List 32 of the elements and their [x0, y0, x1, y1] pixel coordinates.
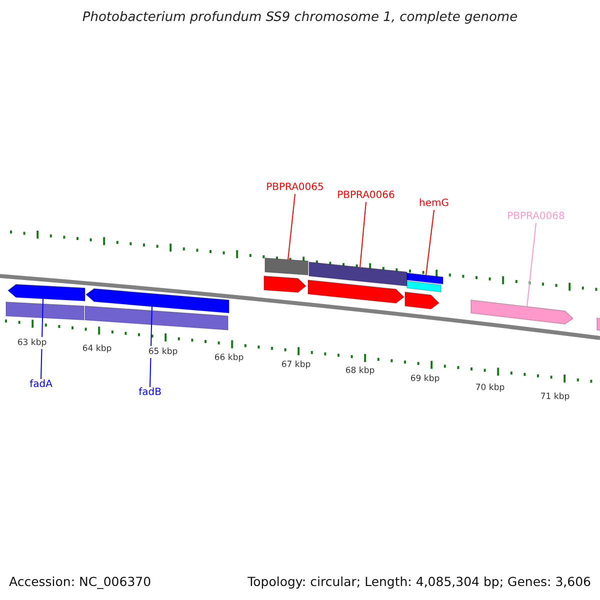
leader-line — [526, 222, 536, 308]
gene-feature — [596, 318, 600, 332]
gene-feature — [7, 284, 86, 302]
gene-label: hemG — [419, 198, 449, 210]
scale-label: 64 kbp — [81, 343, 113, 355]
gene-label: PBPRA0065 — [266, 182, 324, 194]
scale-label: 63 kbp — [16, 337, 48, 349]
gene-bar — [308, 262, 408, 286]
gene-feature — [404, 292, 440, 310]
leader-line — [426, 210, 434, 276]
title: Photobacterium profundum SS9 chromosome 1, complete genome — [81, 10, 519, 25]
gene-label: fadA — [30, 379, 52, 391]
gene-feature — [470, 300, 574, 324]
scale-label: 66 kbp — [213, 352, 245, 364]
scale-label: 65 kbp — [147, 346, 179, 358]
gene-label: PBPRA0066 — [337, 190, 395, 202]
scale-label: 67 kbp — [280, 359, 312, 371]
gene-label: PBPRA0068 — [507, 211, 565, 223]
leader-line — [360, 202, 366, 268]
scale-label: 69 kbp — [409, 373, 441, 385]
gene-bar — [406, 272, 444, 284]
footer-note: Topology: circular; Length: 4,085,304 bp; Genes: 3,606 — [248, 574, 591, 589]
leader-line — [288, 194, 296, 260]
gene-bar — [406, 280, 442, 292]
footer-note: Accession: NC_006370 — [9, 574, 152, 589]
scale-label: 70 kbp — [474, 382, 506, 394]
gene-bar — [6, 302, 84, 320]
gene-bar — [264, 258, 308, 276]
gene-feature — [264, 276, 307, 293]
scale-label: 71 kbp — [539, 391, 571, 403]
scale-label: 68 kbp — [344, 365, 376, 377]
gene-label: fadB — [138, 387, 162, 399]
